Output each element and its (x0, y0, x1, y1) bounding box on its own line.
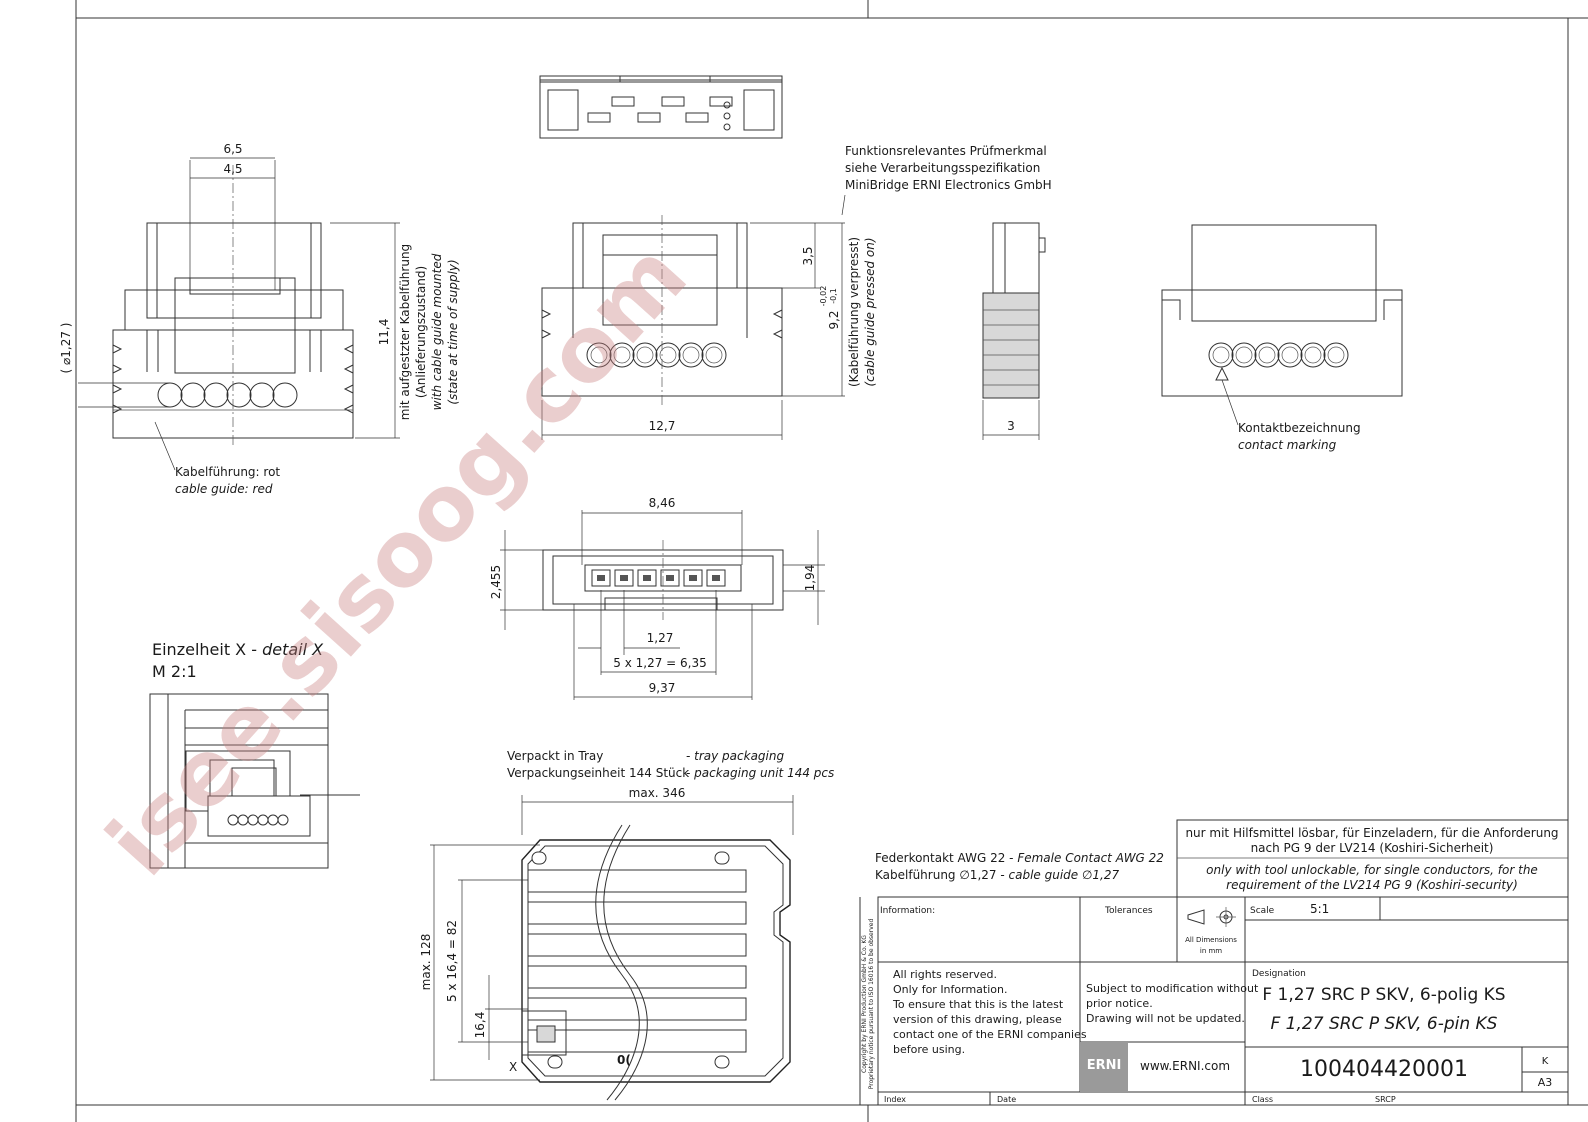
label-cable-guide-mounted-de2: (Anlieferungszustand) (414, 266, 428, 398)
information-label: Information: (880, 906, 935, 916)
subject-2: prior notice. (1086, 997, 1153, 1010)
detail-scale: M 2:1 (152, 662, 197, 681)
note-de2: nach PG 9 der LV214 (Koshiri-Sicherheit) (1251, 841, 1494, 855)
label-pressed-en: (cable guide pressed on) (863, 237, 877, 386)
website[interactable]: www.ERNI.com (1140, 1059, 1230, 1073)
dim-3: 3 (1007, 419, 1015, 433)
tray-slots (527, 869, 747, 1053)
spec-line2: Kabelführung ∅1,27 - cable guide ∅1,27 (875, 868, 1120, 882)
class-label: Class (1252, 1095, 1273, 1104)
tolerances-label: Tolerances (1104, 906, 1153, 916)
dim-6-5: 6,5 (223, 142, 242, 156)
label-partial: 0( (617, 1053, 631, 1067)
dim-16-4: 16,4 (473, 1012, 487, 1039)
contact-holes-center (586, 342, 727, 368)
rights-6: before using. (893, 1043, 965, 1056)
note-functional-de3: MiniBridge ERNI Electronics GmbH (845, 178, 1052, 192)
label-pressed-de: (Kabelführung verpresst) (847, 237, 861, 387)
dim-5x16-4: 5 x 16,4 = 82 (445, 920, 459, 1002)
bottom-view: 8,46 2,455 1,94 1,27 5 x 1,27 = 6,35 9,3… (489, 496, 825, 700)
callout-contact-marking-en: contact marking (1238, 438, 1337, 452)
subject-1: Subject to modification without (1086, 982, 1259, 995)
sheet-frame (75, 0, 1588, 1122)
projection-symbol-icon (1187, 907, 1236, 927)
all-dimensions-2: in mm (1200, 947, 1222, 955)
rights-4: version of this drawing, please (893, 1013, 1062, 1026)
label-cable-guide-mounted-en1: with cable guide mounted (430, 253, 444, 410)
note-en2: requirement of the LV214 PG 9 (Koshiri-s… (1226, 878, 1518, 892)
dim-diameter: ( ⌀1,27 ) (59, 323, 73, 374)
rights-2: Only for Information. (893, 983, 1008, 996)
dim-11-4: 11,4 (377, 319, 391, 346)
callout-cable-guide-en: cable guide: red (175, 482, 273, 496)
top-view (539, 75, 783, 139)
format: A3 (1538, 1076, 1553, 1089)
callout-cable-guide-de: Kabelführung: rot (175, 465, 280, 479)
scale-label: Scale (1250, 906, 1275, 916)
contact-holes-rear (1208, 342, 1349, 368)
rear-view: Kontaktbezeichnung contact marking (1161, 224, 1403, 452)
erni-logo-text: ERNI (1087, 1058, 1122, 1073)
dim-12-7: 12,7 (649, 419, 676, 433)
label-x: X (509, 1060, 517, 1074)
revision: K (1542, 1056, 1549, 1067)
detail-title: Einzelheit X - detail X (152, 640, 324, 659)
dim-9-2: 9,2 (827, 310, 841, 329)
tol-lower: -0,1 (829, 288, 838, 304)
index-label: Index (884, 1095, 906, 1104)
tray-line1: Verpackt in Tray- tray packaging (507, 749, 784, 763)
front-view-center: Funktionsrelevantes Prüfmerkmal siehe Ve… (541, 144, 1052, 440)
label-cable-guide-mounted-de1: mit aufgestzter Kabelführung (398, 244, 412, 420)
dim-2-455: 2,455 (489, 565, 503, 599)
dim-1-94: 1,94 (803, 565, 817, 592)
dim-4-5: 4,5 (223, 162, 242, 176)
date-label: Date (997, 1095, 1016, 1104)
contact-slots-bottom (591, 569, 726, 587)
detail-x: Einzelheit X - detail X M 2:1 (149, 640, 360, 869)
rights-3: To ensure that this is the latest (892, 998, 1064, 1011)
side-view: 3 (982, 222, 1046, 440)
copyright-1: Copyright by ERNI Production GmbH & Co. … (861, 935, 868, 1073)
designation-label: Designation (1252, 969, 1306, 979)
dim-9-37: 9,37 (649, 681, 676, 695)
tray-view: Verpackt in Tray- tray packaging Verpack… (419, 749, 834, 1101)
rights-1: All rights reserved. (893, 968, 997, 981)
part-number: 100404420001 (1300, 1057, 1468, 1082)
front-view-left: 6,5 4,5 ( ⌀1,27 ) 11,4 mit aufgestzter K… (59, 142, 460, 496)
class-value: SRCP (1375, 1095, 1396, 1104)
note-en1: only with tool unlockable, for single co… (1206, 863, 1538, 877)
specs: Federkontakt AWG 22 - Female Contact AWG… (875, 851, 1164, 882)
dim-max-128: max. 128 (419, 934, 433, 991)
tol-upper: -0,02 (819, 286, 828, 307)
rights-5: contact one of the ERNI companies (893, 1028, 1087, 1041)
callout-contact-marking-de: Kontaktbezeichnung (1238, 421, 1361, 435)
dim-3-5: 3,5 (801, 246, 815, 265)
dim-pitch-6-35: 5 x 1,27 = 6,35 (613, 656, 707, 670)
all-dimensions-1: All Dimensions (1185, 936, 1237, 944)
designation-en: F 1,27 SRC P SKV, 6-pin KS (1271, 1014, 1498, 1034)
dim-8-46: 8,46 (649, 496, 676, 510)
note-functional-de2: siehe Verarbeitungsspezifikation (845, 161, 1040, 175)
spec-line1: Federkontakt AWG 22 - Female Contact AWG… (875, 851, 1164, 865)
note-functional-de1: Funktionsrelevantes Prüfmerkmal (845, 144, 1047, 158)
title-block: nur mit Hilfsmittel lösbar, für Einzelad… (859, 819, 1569, 1106)
scale-value: 5:1 (1310, 902, 1329, 916)
dim-max-346: max. 346 (629, 786, 686, 800)
tray-line2: Verpackungseinheit 144 Stück- packaging … (507, 766, 834, 780)
subject-3: Drawing will not be updated. (1086, 1012, 1245, 1025)
dim-1-27: 1,27 (647, 631, 674, 645)
contact-holes-detail (227, 814, 289, 826)
copyright-2: Proprietary notice pursuant to ISO 16016… (868, 919, 875, 1090)
designation-de: F 1,27 SRC P SKV, 6-polig KS (1262, 985, 1505, 1005)
erni-logo (1080, 1042, 1128, 1092)
label-cable-guide-mounted-en2: (state at time of supply) (446, 259, 460, 404)
note-de1: nur mit Hilfsmittel lösbar, für Einzelad… (1185, 826, 1558, 840)
